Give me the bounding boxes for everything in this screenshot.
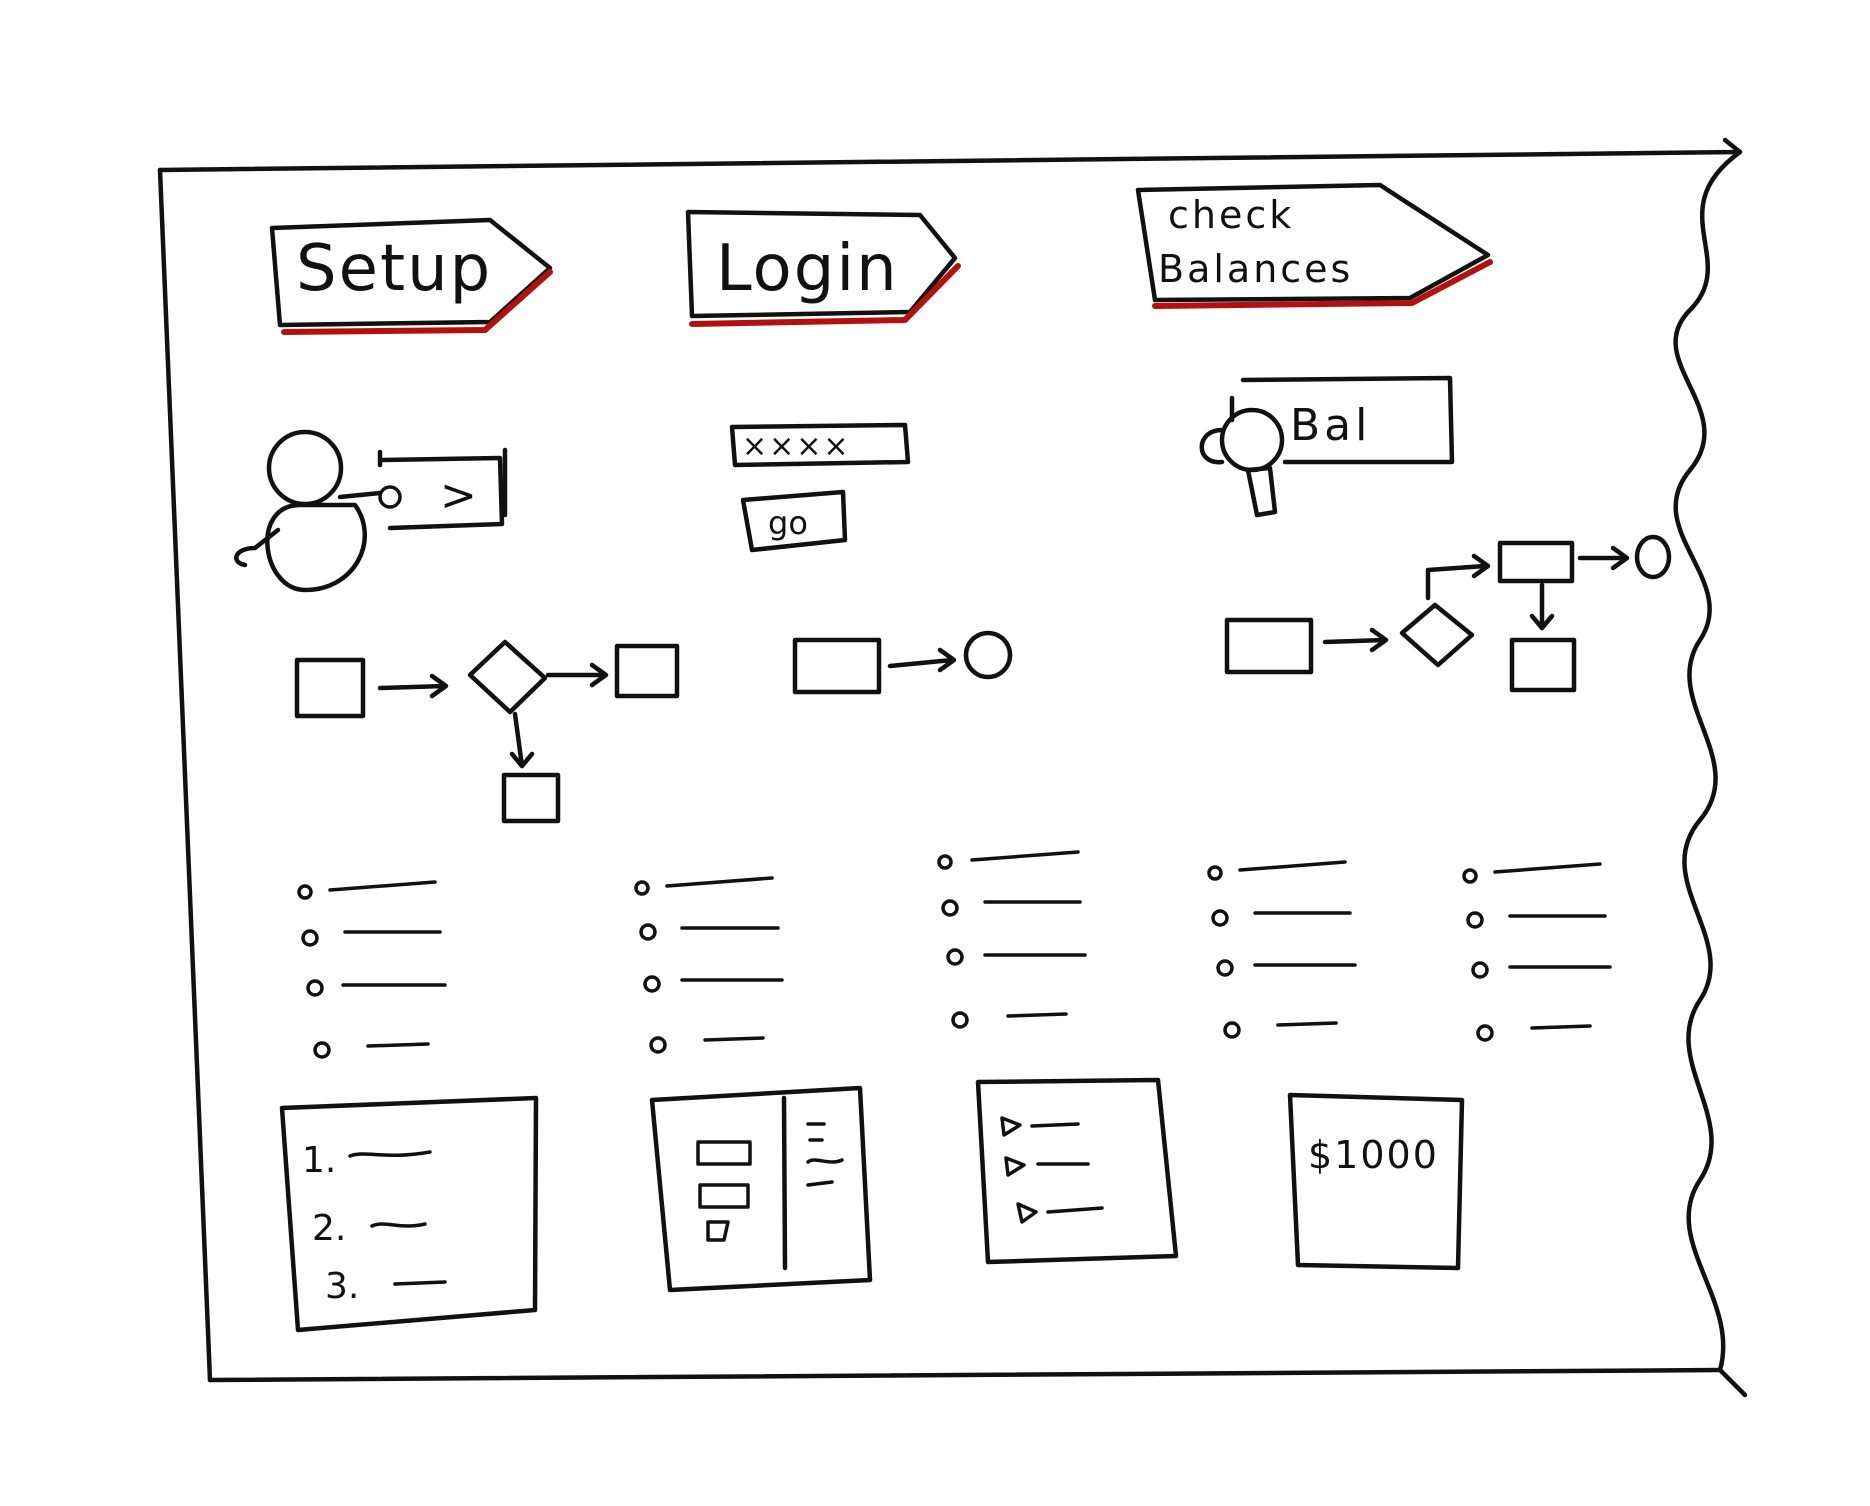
login-form-sketch: ×××× go bbox=[729, 422, 911, 553]
stage-tab-setup[interactable]: Setup bbox=[269, 217, 553, 335]
flow-arrow bbox=[1425, 563, 1488, 601]
stage-label-balances: Balances bbox=[1158, 247, 1353, 291]
flow-decision bbox=[1399, 602, 1475, 668]
balance-flow-diagram bbox=[1224, 534, 1672, 693]
go-label: go bbox=[768, 504, 808, 542]
password-mask: ×××× bbox=[742, 429, 851, 464]
bullet-list-col-1 bbox=[297, 880, 447, 1059]
flow-step bbox=[1224, 617, 1314, 675]
torn-edge bbox=[1673, 137, 1748, 1398]
bullet-list-col-3 bbox=[937, 850, 1087, 1029]
person-body bbox=[265, 502, 367, 593]
list-number-1: 1. bbox=[302, 1140, 336, 1181]
bullet-list-col-2 bbox=[634, 876, 784, 1054]
numbered-list-panel: 1. 2. 3. bbox=[279, 1095, 539, 1333]
list-number-3: 3. bbox=[325, 1266, 359, 1307]
list-number-2: 2. bbox=[312, 1208, 346, 1249]
setup-button-glyph: > bbox=[440, 470, 481, 521]
balance-person-sketch: Bal bbox=[1199, 375, 1455, 518]
flow-arrow bbox=[887, 657, 955, 669]
stage-label-check: check bbox=[1168, 193, 1294, 237]
sidebar-layout-panel bbox=[649, 1085, 873, 1293]
stage-tab-login[interactable]: Login bbox=[685, 209, 961, 327]
flow-step bbox=[501, 772, 561, 824]
go-button bbox=[740, 489, 848, 553]
amount-panel: $1000 bbox=[1287, 1092, 1465, 1271]
flow-step bbox=[294, 657, 366, 719]
flow-arrow bbox=[377, 683, 448, 691]
flow-arrow bbox=[512, 711, 525, 769]
flow-arrow bbox=[1322, 637, 1388, 645]
flow-step bbox=[1497, 540, 1575, 584]
stage-tab-check-balances[interactable]: check Balances bbox=[1135, 182, 1493, 309]
person-arm-right bbox=[337, 490, 383, 500]
password-field bbox=[729, 422, 911, 468]
flow-step bbox=[792, 637, 882, 695]
triangle-list-panel bbox=[975, 1077, 1179, 1265]
flow-end bbox=[1634, 534, 1672, 580]
stage-label-setup: Setup bbox=[296, 232, 492, 306]
flow-decision bbox=[467, 639, 548, 715]
flow-end bbox=[963, 630, 1013, 680]
amount-label: $1000 bbox=[1308, 1133, 1439, 1177]
stage-label-login: Login bbox=[716, 232, 899, 306]
balance-label: Bal bbox=[1290, 400, 1371, 451]
person-arm-left bbox=[234, 527, 281, 568]
board-frame bbox=[157, 137, 1748, 1398]
balance-person-body bbox=[1245, 465, 1278, 518]
flow-step bbox=[1509, 637, 1577, 693]
setup-button-box bbox=[380, 455, 505, 531]
login-flow-diagram bbox=[792, 630, 1013, 695]
flow-step bbox=[614, 643, 680, 699]
setup-person-sketch: > bbox=[234, 429, 508, 593]
bullet-list-col-5 bbox=[1462, 862, 1612, 1042]
setup-flow-diagram bbox=[294, 639, 680, 824]
person-head bbox=[266, 429, 344, 507]
bullet-list-col-4 bbox=[1207, 860, 1357, 1039]
balance-box bbox=[1240, 375, 1455, 465]
